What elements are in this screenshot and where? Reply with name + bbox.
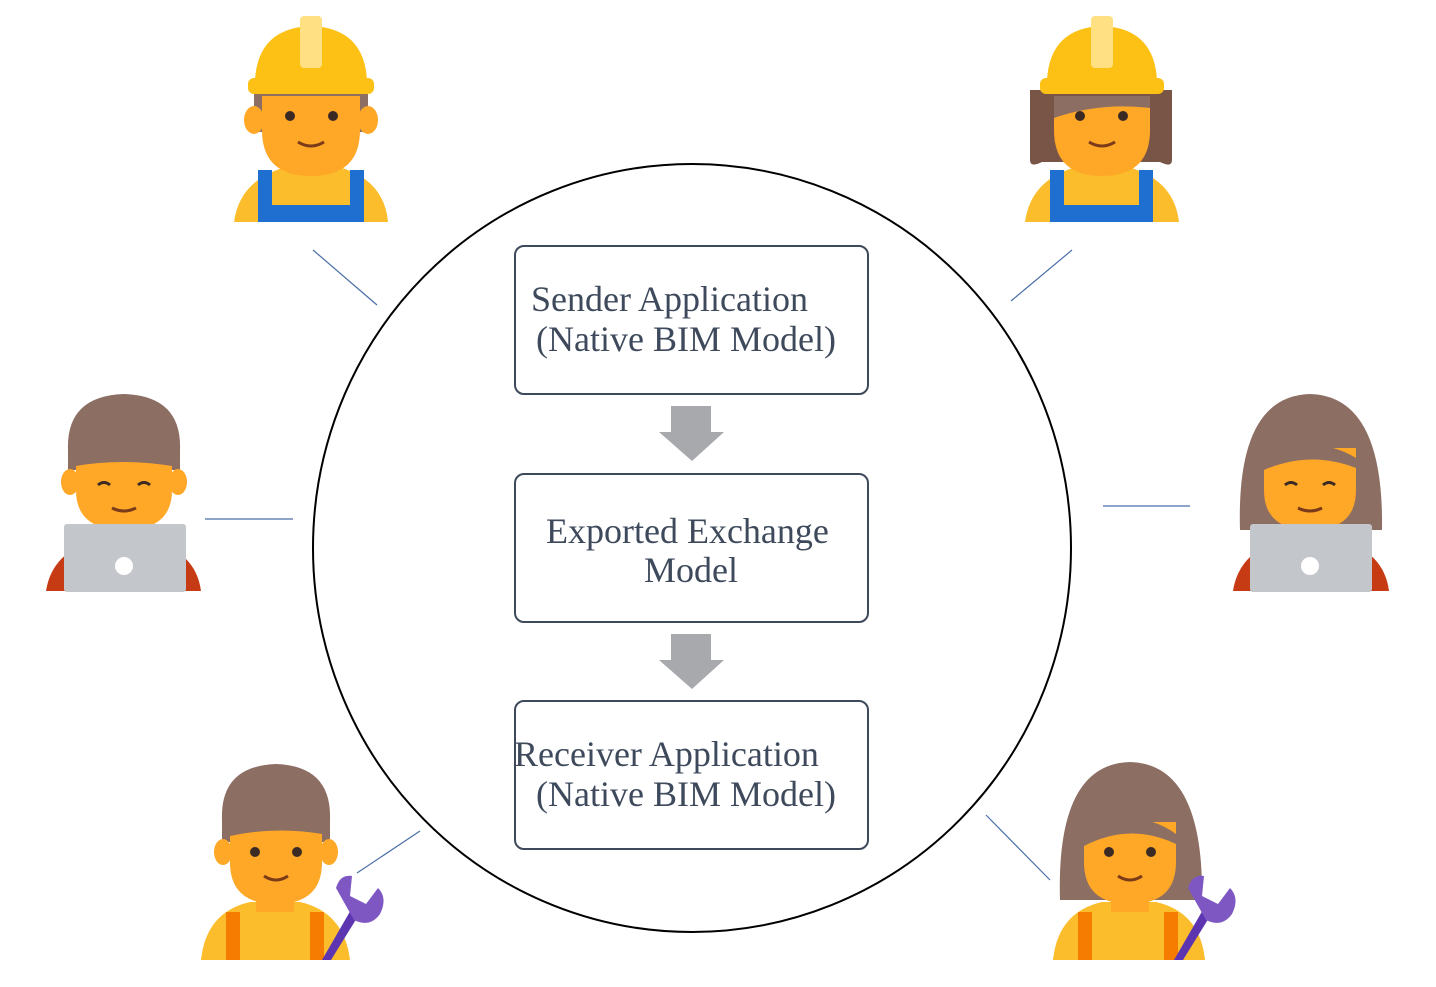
box-title: Receiver Application bbox=[514, 734, 819, 774]
mechanic-man-icon bbox=[201, 764, 384, 960]
box-subtitle: Model bbox=[644, 550, 738, 590]
construction-worker-woman-icon bbox=[1025, 16, 1179, 222]
connector-lines bbox=[205, 249, 1190, 881]
wrench-icon bbox=[322, 875, 384, 960]
receiver-application-box: Receiver Application (Native BIM Model) bbox=[514, 700, 869, 850]
connector-line bbox=[312, 249, 378, 306]
wrench-icon bbox=[1174, 875, 1236, 960]
construction-worker-man-icon bbox=[234, 16, 388, 222]
sender-application-box: Sender Application (Native BIM Model) bbox=[514, 245, 869, 395]
connector-line bbox=[985, 814, 1051, 881]
exported-exchange-model-box: Exported Exchange Model bbox=[514, 473, 869, 623]
box-subtitle: (Native BIM Model) bbox=[536, 319, 836, 359]
man-at-laptop-icon bbox=[46, 394, 201, 592]
box-title: Sender Application bbox=[531, 279, 808, 319]
down-arrow-icon bbox=[659, 406, 724, 461]
mechanic-woman-icon bbox=[1053, 762, 1236, 960]
connector-line bbox=[1010, 249, 1073, 302]
down-arrow-icon bbox=[659, 634, 724, 689]
box-subtitle: (Native BIM Model) bbox=[536, 774, 836, 814]
connector-line bbox=[356, 830, 421, 874]
woman-at-laptop-icon bbox=[1233, 394, 1389, 592]
central-circle bbox=[312, 163, 1072, 933]
box-title: Exported Exchange bbox=[546, 511, 829, 551]
